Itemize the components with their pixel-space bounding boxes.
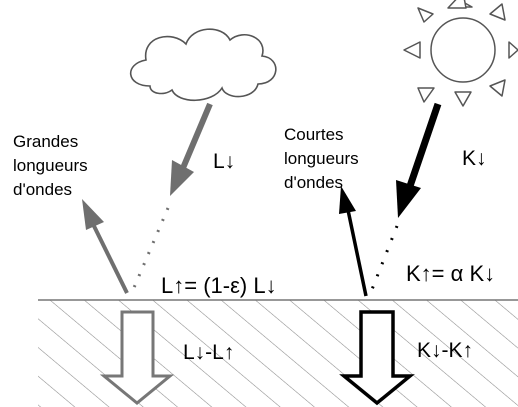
cloud-icon: [129, 28, 277, 101]
shortwave-net-arrow: [339, 310, 415, 406]
longwave-label: Grandes longueurs d'ondes: [13, 132, 88, 199]
shortwave-label: Courtes longueurs d'ondes: [284, 125, 359, 192]
l-net-label: L↓-L↑: [183, 341, 235, 364]
longwave-incoming-arrow: [131, 102, 213, 291]
k-up-equation: K↑= α K↓: [406, 261, 496, 286]
l-up-equation: L↑= (1-ε) L↓: [161, 273, 277, 298]
sun-icon: [403, 0, 518, 107]
shortwave-incoming-arrow: [369, 102, 442, 293]
k-down-label: K↓: [462, 147, 487, 170]
l-down-label: L↓: [213, 150, 236, 173]
shortwave-reflected-arrow: [339, 186, 368, 297]
longwave-net-arrow: [99, 310, 175, 405]
longwave-emitted-arrow: [82, 199, 129, 294]
k-net-label: K↓-K↑: [417, 339, 474, 362]
